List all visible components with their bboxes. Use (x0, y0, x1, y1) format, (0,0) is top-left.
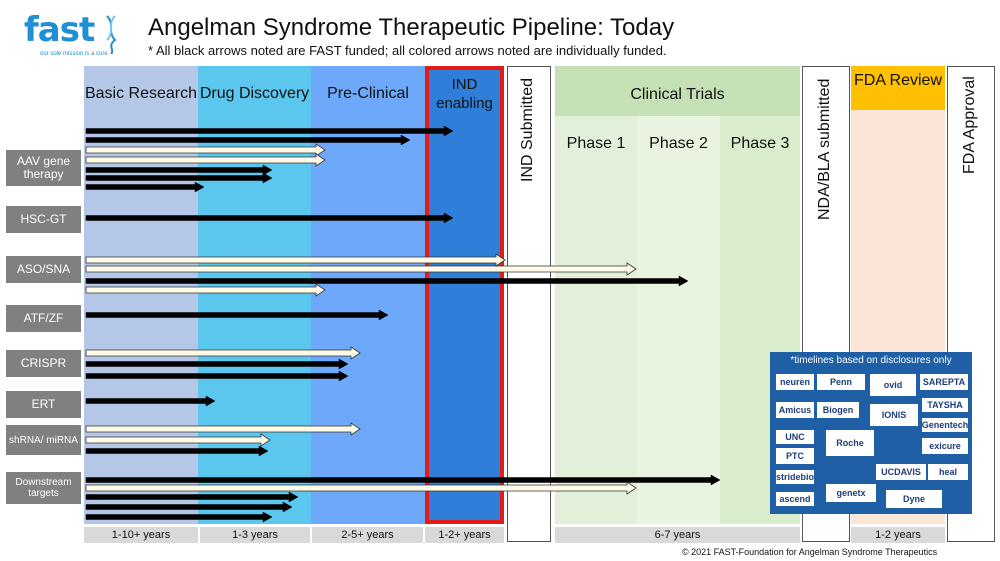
sponsor-logo-ionis: IONIS (870, 404, 918, 426)
header-ind-enabling: IND enabling (436, 76, 493, 112)
arrow-4-1 (85, 358, 349, 370)
arrow-7-3 (85, 501, 293, 513)
sponsor-logo-heal: heal (928, 464, 968, 480)
sponsor-logo-stridebio: stridebio (776, 470, 814, 484)
sponsor-logo-neuren: neuren (776, 374, 814, 390)
header-phase1: Phase 1 (566, 135, 626, 152)
arrow-6-2 (85, 445, 269, 457)
therapy-label-atf-zf: ATF/ZF (6, 305, 81, 332)
arrow-4-0 (85, 346, 361, 360)
therapy-label-hsc-gt: HSC-GT (6, 206, 81, 233)
header-fda-review: FDA Review (853, 72, 943, 89)
duration-fda-review: 1-2 years (851, 527, 945, 543)
copyright: © 2021 FAST-Foundation for Angelman Synd… (682, 547, 938, 557)
arrow-0-1 (85, 134, 411, 146)
duration-pre-clinical: 2-5+ years (312, 527, 423, 543)
header-pre-clinical: Pre-Clinical (327, 85, 409, 102)
arrow-0-2 (85, 143, 326, 157)
arrow-1-0 (85, 212, 454, 224)
header-drug-discovery: Drug Discovery (199, 85, 310, 102)
arrow-0-4 (85, 164, 273, 176)
arrow-7-4 (85, 511, 273, 523)
fast-logo: fast (24, 10, 95, 50)
sponsor-logo-unc: UNC (776, 430, 814, 444)
header-phase2: Phase 2 (649, 135, 708, 152)
sponsor-logo-roche: Roche (826, 430, 874, 456)
therapy-label-downstream: Downstream targets (6, 472, 81, 504)
therapy-label-ert: ERT (6, 391, 81, 418)
column-phase1 (555, 66, 637, 524)
arrow-2-3 (85, 283, 326, 297)
sponsor-logo-ascend: ascend (776, 492, 814, 506)
sponsor-logo-genetx: genetx (826, 484, 876, 502)
fda-review-header (851, 66, 945, 110)
arrow-7-2 (85, 491, 299, 503)
sponsor-logo-biogen: Biogen (817, 402, 859, 418)
page-subtitle: * All black arrows noted are FAST funded… (148, 43, 667, 58)
arrow-2-0 (85, 253, 506, 267)
arrow-7-1 (85, 481, 637, 495)
arrow-5-0 (85, 395, 216, 407)
logo-tagline: our sole mission is a cure (40, 51, 108, 57)
duration-basic-research: 1-10+ years (84, 527, 198, 543)
arrow-7-0 (85, 474, 721, 486)
sponsor-logo-sarepta: SAREPTA (920, 374, 968, 390)
clinical-trials-header (555, 66, 800, 116)
arrow-0-6 (85, 181, 205, 193)
column-ind-submitted (507, 66, 551, 542)
sponsor-logo-penn: Penn (817, 374, 865, 390)
arrow-3-0 (85, 309, 389, 321)
arrow-2-2 (85, 275, 689, 287)
therapy-label-crispr: CRISPR (6, 350, 81, 377)
header-phase3: Phase 3 (730, 135, 790, 152)
sponsor-logo-ucdavis: UCDAVIS (876, 464, 926, 480)
arrow-0-3 (85, 153, 326, 167)
column-ind-enabling (425, 66, 504, 524)
column-phase2 (637, 66, 720, 524)
sponsor-logo-exicure: exicure (922, 438, 968, 454)
sponsor-logo-dyne: Dyne (886, 490, 942, 508)
sponsor-logo-amicus: Amicus (776, 402, 814, 418)
therapy-label-shrna: shRNA/ miRNA (6, 425, 81, 455)
duration-clinical: 6-7 years (555, 527, 800, 543)
therapy-label-aso-sna: ASO/SNA (6, 256, 81, 283)
header-clinical-trials: Clinical Trials (630, 86, 725, 103)
timelines-note: *timelines based on disclosures only (790, 355, 952, 366)
sponsor-logo-taysha: TAYSHA (922, 398, 968, 412)
sponsor-logo-genentech: Genentech (922, 418, 968, 432)
arrow-6-0 (85, 422, 361, 436)
arrow-0-5 (85, 172, 273, 184)
arrow-4-2 (85, 370, 349, 382)
arrow-2-1 (85, 262, 637, 276)
duration-drug-discovery: 1-3 years (200, 527, 310, 543)
duration-ind-enabling: 1-2+ years (425, 527, 504, 543)
therapy-label-aav: AAV gene therapy (6, 150, 81, 186)
arrow-6-1 (85, 433, 271, 447)
header-basic-research: Basic Research (84, 85, 198, 102)
sponsor-logo-ovid: ovid (870, 374, 916, 396)
arrow-0-0 (85, 125, 454, 137)
page-title: Angelman Syndrome Therapeutic Pipeline: … (148, 14, 675, 41)
sponsor-logo-ptc: PTC (776, 448, 814, 464)
dna-icon (104, 14, 118, 55)
